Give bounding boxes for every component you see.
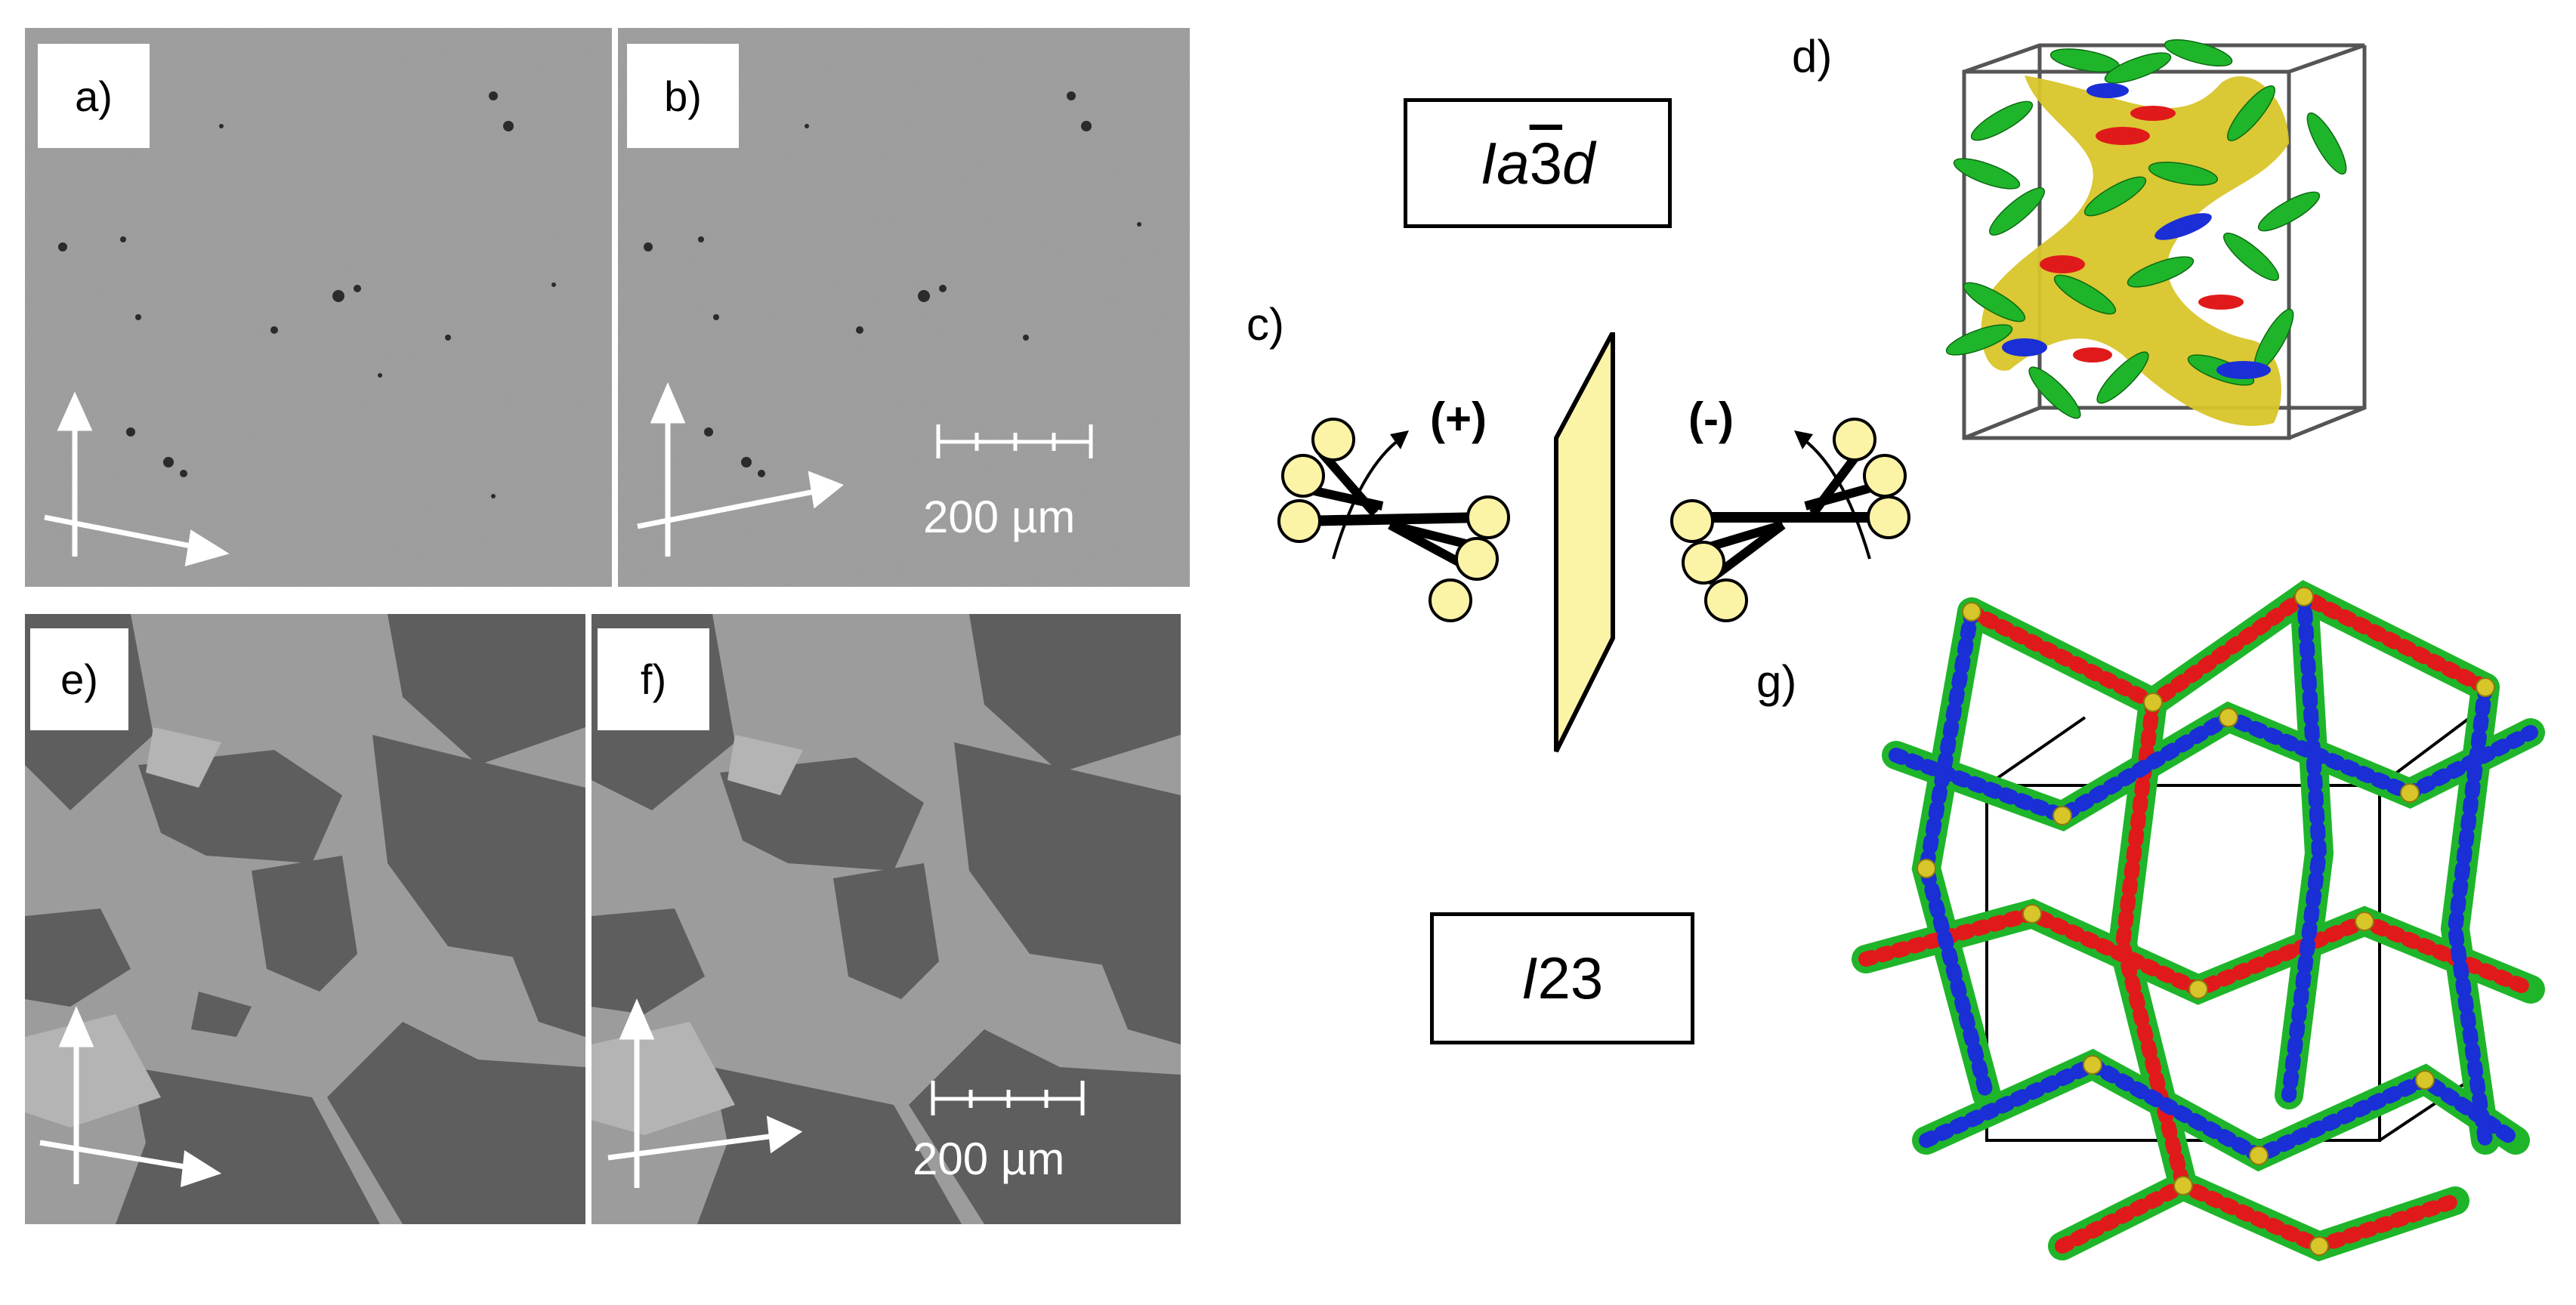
panel-c-label: c) xyxy=(1246,299,1284,350)
ia3d-cube-model xyxy=(1945,39,2367,440)
panel-d-label: d) xyxy=(1792,31,1833,82)
panel-g-label: g) xyxy=(1756,656,1797,707)
scale-bar-b-label: 200 µm xyxy=(923,492,1076,542)
panel-a-label: a) xyxy=(38,44,150,148)
molecule-plus xyxy=(1277,418,1510,622)
chirality-minus-label: (-) xyxy=(1688,393,1734,444)
mirror-plane xyxy=(1554,332,1615,753)
polarizer-axes-f xyxy=(607,998,1085,1188)
chirality-scheme xyxy=(1277,332,1910,753)
scale-bar-b xyxy=(936,424,1093,458)
micrograph-e-domains xyxy=(25,614,585,1224)
polarizer-axes-e xyxy=(39,1006,222,1188)
molecule-minus xyxy=(1670,418,1910,622)
space-group-i23-box: I23 xyxy=(1430,912,1694,1044)
micrograph-a-defects xyxy=(58,91,556,498)
panel-f-label: f) xyxy=(598,628,709,730)
space-group-ia3d: Ia3d xyxy=(1480,129,1595,196)
i23-network-model xyxy=(1852,579,2545,1262)
panel-e-label: e) xyxy=(30,628,128,730)
scale-bar-f xyxy=(931,1081,1085,1115)
chirality-plus-label: (+) xyxy=(1430,393,1487,444)
space-group-i23: I23 xyxy=(1521,945,1604,1011)
micrograph-b-defects xyxy=(644,91,1141,477)
polarizer-axes-a xyxy=(44,391,230,566)
panel-b-label: b) xyxy=(627,44,739,148)
space-group-ia3d-box: Ia3d xyxy=(1404,98,1672,228)
polarizer-axes-b xyxy=(637,382,1093,557)
scale-bar-f-label: 200 µm xyxy=(913,1134,1065,1184)
